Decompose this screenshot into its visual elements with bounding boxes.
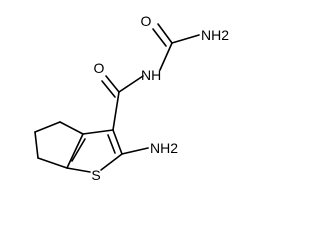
bond-c3-c2-inner (107, 134, 116, 154)
bond-carbonyl-o-double (101, 80, 116, 98)
molecule-diagram: O NH2 NH O NH2 S (34, 13, 229, 183)
sulfur-label: S (91, 167, 100, 183)
bond-c3a-c3 (82, 129, 114, 135)
imide-nh-label: NH (141, 67, 161, 83)
amino-nh2-label: NH2 (150, 140, 178, 156)
bond-c2-n (121, 147, 149, 155)
bond-nh-urea-c (159, 42, 173, 71)
bond-urea-c-nh2 (171, 34, 200, 44)
bond-urea-c-o-double (152, 28, 167, 47)
bond-c5-c6 (34, 131, 39, 159)
bond-carbonyl-o (105, 75, 120, 93)
bond-c4-c5 (34, 121, 61, 133)
bond-c2-s1 (100, 153, 123, 171)
urea-nh2-label: NH2 (201, 27, 229, 43)
bond-c6a-c3a-inner (71, 138, 86, 162)
urea-oxygen-label: O (141, 13, 152, 29)
bond-carbonyl-nh (118, 75, 144, 93)
bond-c6-c6a (37, 157, 68, 169)
bond-urea-c-o (157, 23, 173, 44)
bond-c3-carbonyl (112, 91, 120, 131)
bond-c6a-c3a (66, 133, 84, 169)
bond-c3-c2 (112, 129, 123, 155)
bond-s1-c6a (66, 167, 91, 173)
bond-c3a-c4 (59, 121, 84, 135)
amide-oxygen-label: O (94, 60, 105, 76)
